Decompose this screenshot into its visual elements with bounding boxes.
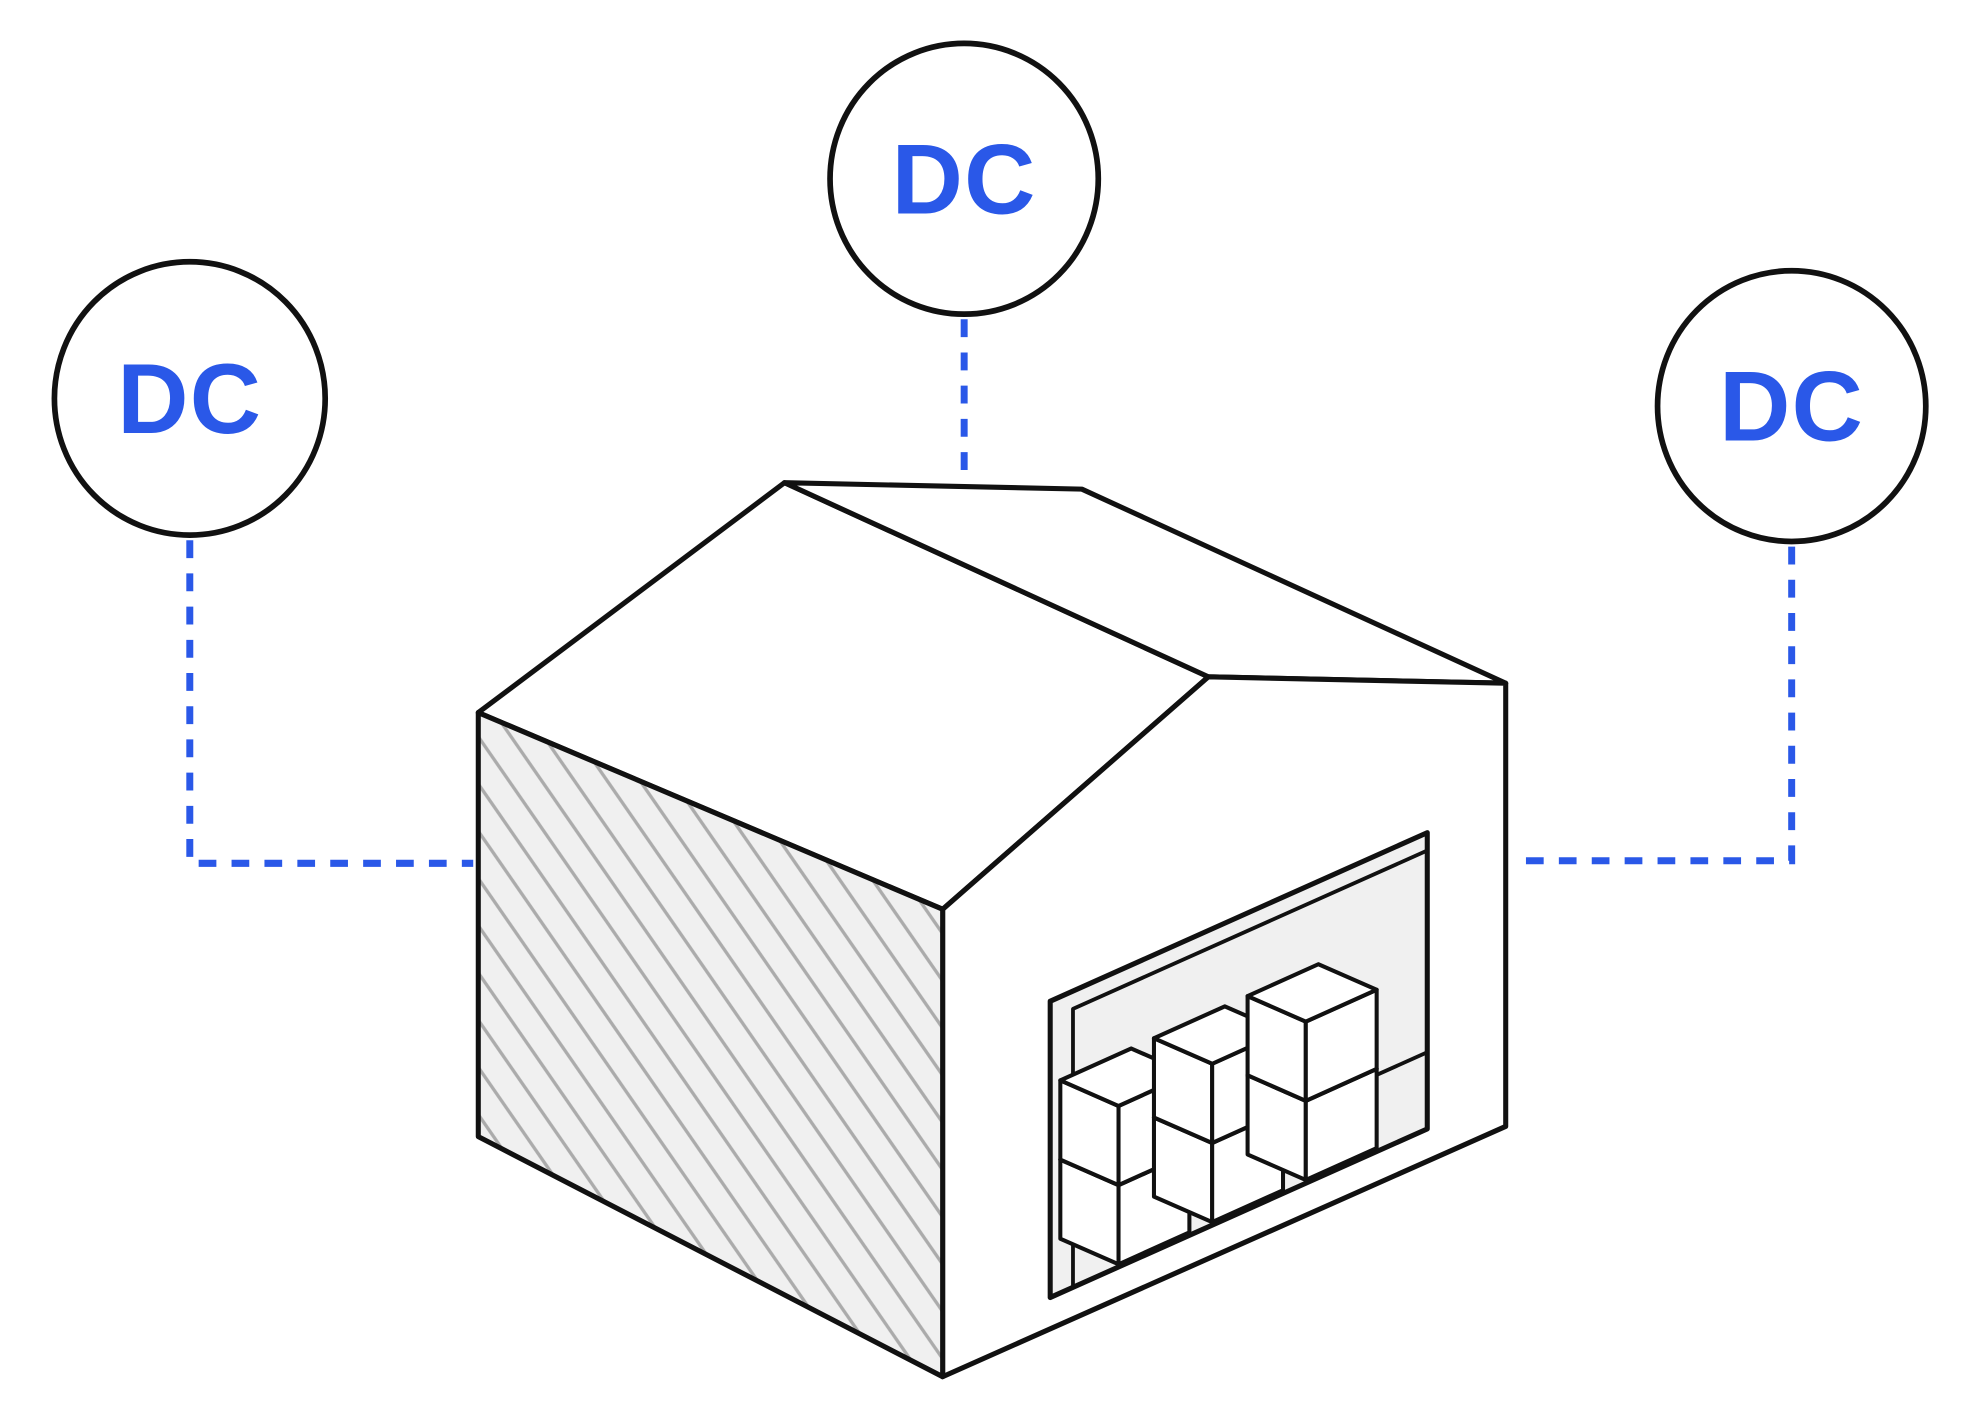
dc-node-left: DC	[51, 258, 329, 538]
dc-node-top-circle	[827, 40, 1102, 318]
warehouse-side-wall-outline	[475, 710, 946, 1380]
dc-node-right-label: DC	[1719, 351, 1864, 463]
dc-node-top: DC	[827, 40, 1102, 318]
dc-node-left-label: DC	[117, 344, 262, 456]
dc-node-right-circle	[1654, 267, 1929, 545]
dc-node-left-circle	[51, 258, 329, 538]
warehouse-side-wall-hatching	[478, 712, 943, 1377]
dc-node-right: DC	[1654, 267, 1929, 545]
warehouse-illustration	[475, 480, 1509, 1380]
dc-node-top-label: DC	[892, 124, 1037, 236]
connector-left	[186, 540, 474, 867]
connector-right	[1510, 546, 1796, 865]
